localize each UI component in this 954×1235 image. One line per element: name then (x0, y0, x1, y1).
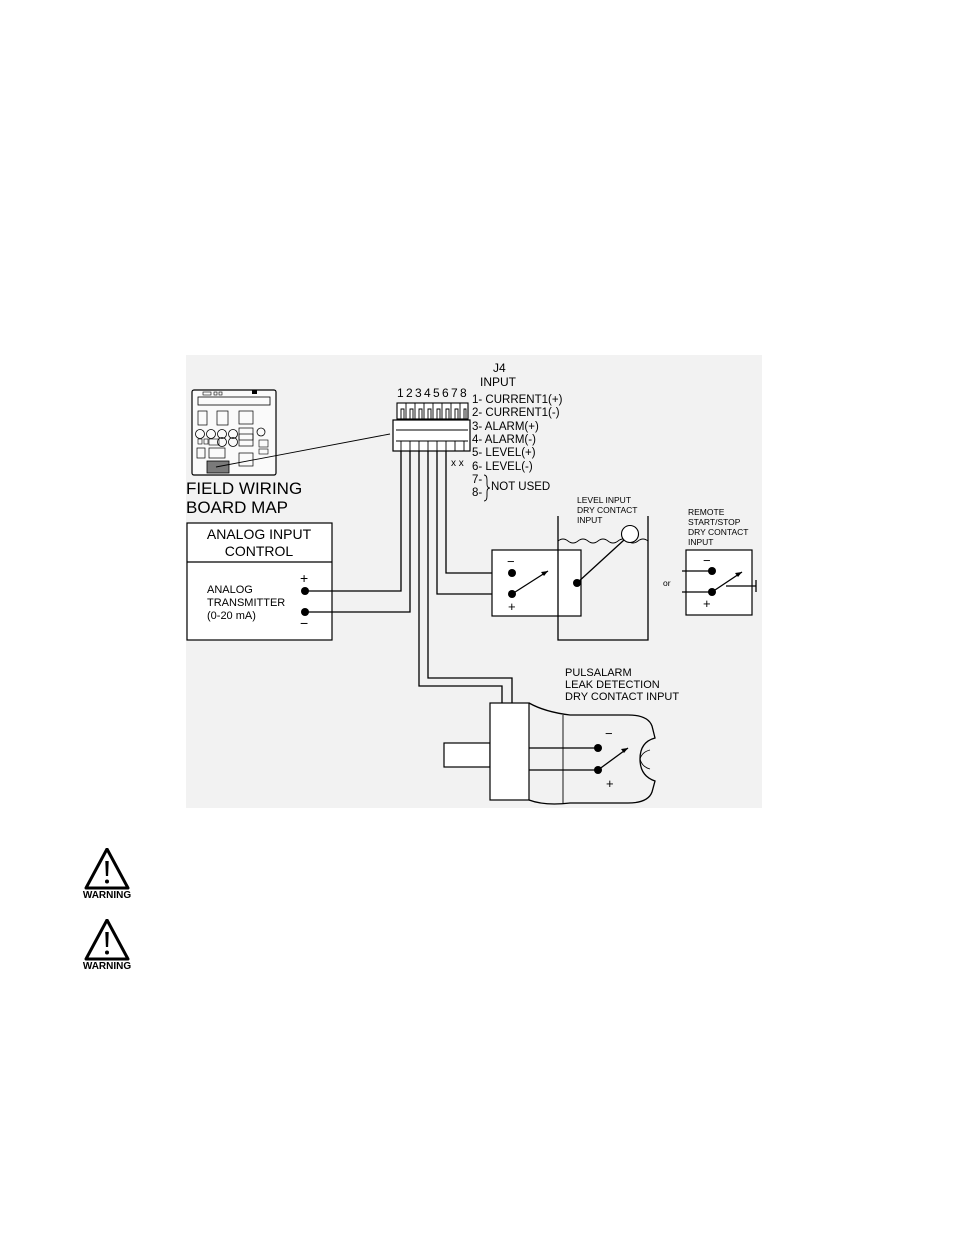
analog-box-title-2: CONTROL (225, 543, 294, 559)
analog-device-1: ANALOG (207, 584, 253, 596)
level-switch-plus: + (508, 599, 516, 614)
pin-list: 1- CURRENT1(+) 2- CURRENT1(-) 3- ALARM(+… (472, 394, 563, 502)
board-map-icon (191, 389, 277, 476)
warning-sign-1: WARNING (76, 848, 138, 904)
level-switch-box: − + (491, 549, 582, 617)
pin-number: 2 (406, 386, 413, 400)
pin-number: 1 (397, 386, 404, 400)
analog-plus: + (300, 570, 308, 586)
connector-type: INPUT (480, 375, 517, 389)
warning-sign-2: WARNING (76, 919, 138, 975)
board-map-title-2: BOARD MAP (186, 498, 288, 517)
not-used-label: NOT USED (491, 481, 550, 493)
pin-number: 3 (415, 386, 422, 400)
pin-number: 7 (451, 386, 458, 400)
level-switch-minus: − (507, 554, 515, 569)
pulsalarm-sensor: − + (443, 702, 656, 805)
analog-device-2: TRANSMITTER (207, 597, 285, 609)
tank-float (557, 516, 649, 641)
pin-2-label: 2- CURRENT1(-) (472, 407, 560, 419)
level-input-label-1: LEVEL INPUT (577, 495, 631, 505)
level-input-label-2: DRY CONTACT (577, 505, 637, 515)
analog-box-title-1: ANALOG INPUT (207, 526, 312, 542)
pulsalarm-label-2: LEAK DETECTION (565, 679, 660, 691)
j4-terminal-block (392, 402, 471, 452)
pin-8-label: 8- (472, 487, 482, 499)
board-map-leader (215, 433, 391, 468)
pin-number: 8 (460, 386, 467, 400)
warning-triangle-icon (84, 848, 130, 890)
analog-device-3: (0-20 mA) (207, 610, 256, 622)
analog-minus: − (300, 615, 308, 631)
remote-label-1: REMOTE (688, 507, 725, 517)
pin-number-row: 1 2 3 4 5 6 7 8 (397, 386, 467, 400)
pin-6-label: 6- LEVEL(-) (472, 461, 533, 473)
remote-switch-box: − + (682, 549, 757, 616)
pin-5-label: 5- LEVEL(+) (472, 447, 536, 459)
warning-triangle-icon (84, 919, 130, 961)
pin-number: 4 (424, 386, 431, 400)
board-map-title-1: FIELD WIRING (186, 479, 302, 498)
remote-plus: + (703, 596, 711, 611)
pin-number: 5 (433, 386, 440, 400)
remote-minus: − (703, 553, 711, 568)
warning-label-2: WARNING (82, 961, 132, 972)
wires (305, 451, 598, 771)
pin-7-label: 7- (472, 474, 482, 486)
remote-label-3: DRY CONTACT (688, 527, 748, 537)
unused-pin-marks: x x (451, 458, 464, 469)
warning-label-1: WARNING (82, 890, 132, 901)
pin-1-label: 1- CURRENT1(+) (472, 394, 563, 406)
remote-label-2: START/STOP (688, 517, 741, 527)
pulsalarm-plus: + (606, 776, 614, 791)
or-label: or (663, 578, 671, 588)
analog-input-box: ANALOG INPUT CONTROL ANALOG TRANSMITTER … (186, 522, 333, 641)
pulsalarm-minus: − (605, 726, 613, 741)
pulsalarm-label-1: PULSALARM (565, 667, 632, 679)
not-used-brace (483, 474, 491, 502)
connector-name: J4 (493, 361, 506, 375)
remote-label-4: INPUT (688, 537, 714, 547)
pulsalarm-label-3: DRY CONTACT INPUT (565, 691, 679, 703)
pin-number: 6 (442, 386, 449, 400)
pin-4-label: 4- ALARM(-) (472, 434, 536, 446)
level-input-label-3: INPUT (577, 515, 603, 525)
pin-3-label: 3- ALARM(+) (472, 421, 539, 433)
